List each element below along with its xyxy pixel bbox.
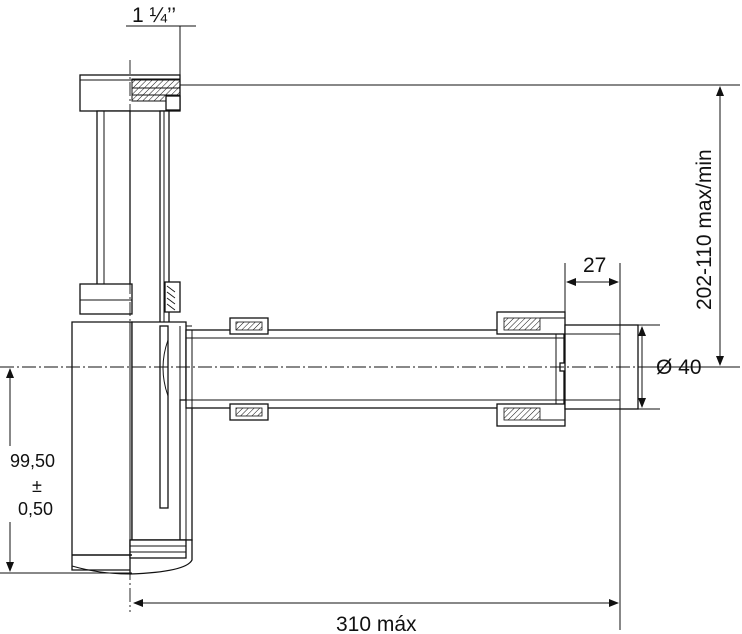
vertical-shroud (96, 110, 131, 286)
thread-size-label: 1 ¼’’ (132, 4, 176, 27)
outlet-diameter-label: Ø 40 (656, 356, 702, 379)
outlet-diameter-dimension: Ø 40 (622, 324, 702, 410)
height-range-dimension: 202-110 max/min (180, 84, 740, 368)
thread-size-dimension: 1 ¼’’ (126, 4, 196, 80)
middle-ring (79, 281, 181, 315)
tolerance-value-label: 99,50 (10, 451, 55, 471)
right-coupling-nut (496, 311, 566, 427)
tolerance-dimension: 99,50 ± 0,50 (0, 368, 132, 574)
total-length-dimension: 310 máx (133, 599, 619, 634)
tolerance-sign-label: ± (32, 476, 42, 496)
total-length-label: 310 máx (336, 613, 417, 634)
tolerance-amount-label: 0,50 (18, 499, 53, 519)
center-lines (0, 60, 700, 612)
bottle-body (71, 321, 193, 575)
height-range-label: 202-110 max/min (693, 149, 716, 310)
nut-width-label: 27 (583, 254, 606, 277)
horizontal-outlet-pipe (185, 329, 567, 409)
nut-width-dimension: 27 (564, 254, 621, 630)
left-coupling-nut (229, 317, 269, 421)
